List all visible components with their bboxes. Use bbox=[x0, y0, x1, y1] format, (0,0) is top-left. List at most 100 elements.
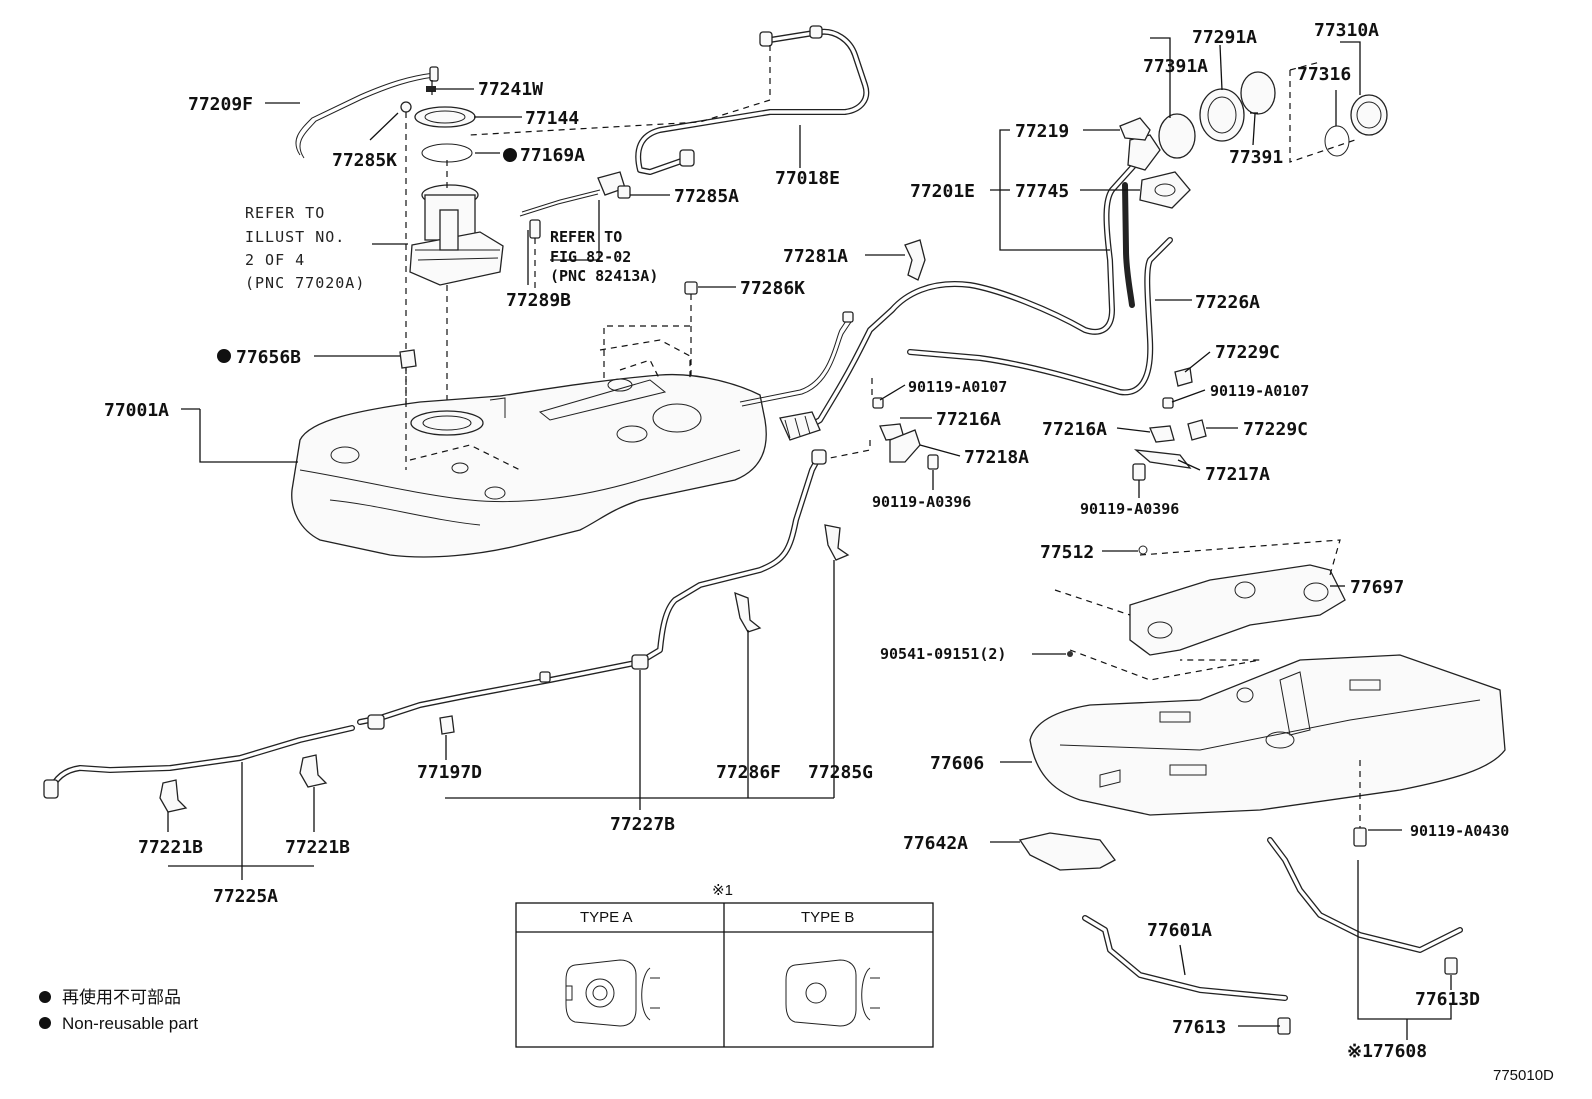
bracket-77221B-right bbox=[299, 754, 328, 788]
legend-en: Non-reusable part bbox=[62, 1014, 198, 1033]
legend: 再使用不可部品 Non-reusable part bbox=[39, 987, 198, 1033]
label-77229C-lower: 77229C bbox=[1243, 419, 1308, 440]
type-a-illustration bbox=[565, 959, 660, 1027]
label-77316: 77316 bbox=[1297, 64, 1351, 85]
clamp-77229C-upper bbox=[1174, 367, 1193, 387]
label-77613: 77613 bbox=[1172, 1017, 1226, 1038]
legend-jp: 再使用不可部品 bbox=[62, 987, 181, 1007]
label-77310A: 77310A bbox=[1314, 20, 1379, 41]
label-77281A: 77281A bbox=[783, 246, 848, 267]
label-77197D: 77197D bbox=[417, 762, 482, 783]
filler-cap-group bbox=[1158, 61, 1388, 163]
label-77217A: 77217A bbox=[1205, 464, 1270, 485]
filler-pipe-77201E bbox=[779, 134, 1191, 441]
fuel-tube-77225A bbox=[43, 725, 355, 799]
refer-illust-line-3: 2 OF 4 bbox=[245, 251, 305, 269]
label-77169A: 77169A bbox=[520, 145, 585, 166]
label-77018E: 77018E bbox=[775, 168, 840, 189]
band-77601A bbox=[1082, 915, 1288, 1001]
fuel-tank-77001A bbox=[291, 373, 767, 558]
label-77606: 77606 bbox=[930, 753, 984, 774]
label-77285G: 77285G bbox=[808, 762, 873, 783]
label-77001A: 77001A bbox=[104, 400, 169, 421]
bolt-77613D bbox=[1444, 957, 1458, 975]
part-labels: 77209F 77241W 77144 77285K 77169A 77018E… bbox=[104, 20, 1509, 1062]
legend-dot-en bbox=[39, 1017, 51, 1029]
clip-90119-A0107-right bbox=[1162, 397, 1174, 409]
label-77642A: 77642A bbox=[903, 833, 968, 854]
label-77291A: 77291A bbox=[1192, 27, 1257, 48]
label-77656B: 77656B bbox=[236, 347, 301, 368]
type-b-header: TYPE B bbox=[801, 909, 854, 926]
legend-dot-jp bbox=[39, 991, 51, 1003]
fuel-pump-group bbox=[295, 66, 504, 470]
protector-77642A bbox=[1018, 832, 1116, 871]
connector-77285A bbox=[519, 171, 631, 290]
label-77286K: 77286K bbox=[740, 278, 805, 299]
type-table-marker: ※1 bbox=[712, 882, 733, 899]
label-77289B: 77289B bbox=[506, 290, 571, 311]
leader-lines bbox=[167, 37, 1452, 1040]
label-77512: 77512 bbox=[1040, 542, 1094, 563]
label-77286F: 77286F bbox=[716, 762, 781, 783]
fuel-pump-module bbox=[409, 184, 504, 286]
label-77221B-right: 77221B bbox=[285, 837, 350, 858]
type-b-illustration bbox=[785, 959, 880, 1027]
protector-77219 bbox=[1119, 117, 1151, 141]
non-reusable-dot-77169A bbox=[503, 148, 517, 162]
clamp-77286F bbox=[734, 591, 762, 633]
refer-illust-line-4: (PNC 77020A) bbox=[245, 274, 365, 292]
label-90119-A0396-left: 90119-A0396 bbox=[872, 493, 971, 511]
label-77745: 77745 bbox=[1015, 181, 1069, 202]
label-77209F: 77209F bbox=[188, 94, 253, 115]
label-90119-A0396-right: 90119-A0396 bbox=[1080, 500, 1179, 518]
refer-fig-line-2: FIG 82-02 bbox=[550, 248, 631, 266]
clamp-77285G bbox=[824, 524, 850, 561]
label-77229C-upper: 77229C bbox=[1215, 342, 1280, 363]
insulator-77697 bbox=[1054, 539, 1346, 681]
non-reusable-dot-77656B bbox=[217, 349, 231, 363]
label-77613D: 77613D bbox=[1415, 989, 1480, 1010]
refer-illust-line-2: ILLUST NO. bbox=[245, 228, 345, 246]
type-a-header: TYPE A bbox=[580, 909, 633, 926]
bracket-77217A bbox=[1133, 449, 1192, 469]
type-table: ※1 TYPE A TYPE B bbox=[515, 882, 934, 1048]
label-90119-A0107-right: 90119-A0107 bbox=[1210, 382, 1309, 400]
diagram-id: 775010D bbox=[1493, 1067, 1554, 1084]
band-77608 bbox=[1267, 837, 1463, 953]
grommet-77656B bbox=[399, 349, 417, 369]
label-77608: ※177608 bbox=[1347, 1041, 1427, 1062]
refer-fig-line-3: (PNC 82413A) bbox=[550, 267, 658, 285]
label-90541-09151: 90541-09151(2) bbox=[880, 645, 1006, 663]
label-77219: 77219 bbox=[1015, 121, 1069, 142]
tube-77018E bbox=[469, 25, 870, 175]
label-77226A: 77226A bbox=[1195, 292, 1260, 313]
bracket-77281A bbox=[904, 239, 926, 281]
label-90119-A0107-left: 90119-A0107 bbox=[908, 378, 1007, 396]
clip-77286K bbox=[684, 281, 698, 295]
clamp-77229C-lower bbox=[1187, 419, 1207, 441]
bracket-77216A-right bbox=[1149, 425, 1175, 443]
label-77201E: 77201E bbox=[910, 181, 975, 202]
clip-90119-A0107-left bbox=[872, 397, 884, 409]
label-77697: 77697 bbox=[1350, 577, 1404, 598]
bracket-77218A bbox=[889, 429, 921, 463]
bolt-90119-A0430 bbox=[1353, 827, 1367, 847]
refer-fig-line-1: REFER TO bbox=[550, 228, 622, 246]
refer-note-fig: REFER TO FIG 82-02 (PNC 82413A) bbox=[550, 228, 658, 285]
label-77391: 77391 bbox=[1229, 147, 1283, 168]
label-77601A: 77601A bbox=[1147, 920, 1212, 941]
refer-illust-line-1: REFER TO bbox=[245, 204, 325, 222]
label-77285A: 77285A bbox=[674, 186, 739, 207]
tube-77226A bbox=[907, 237, 1173, 396]
bolt-90119-A0396-left bbox=[927, 454, 939, 470]
label-90119-A0430: 90119-A0430 bbox=[1410, 822, 1509, 840]
label-77144: 77144 bbox=[525, 108, 579, 129]
bolt-90119-A0396-right bbox=[1132, 463, 1146, 481]
refer-note-illust: REFER TO ILLUST NO. 2 OF 4 (PNC 77020A) bbox=[245, 204, 365, 292]
label-77241W: 77241W bbox=[478, 79, 543, 100]
label-77218A: 77218A bbox=[964, 447, 1029, 468]
bracket-77221B-left bbox=[159, 779, 188, 813]
label-77285K: 77285K bbox=[332, 150, 397, 171]
